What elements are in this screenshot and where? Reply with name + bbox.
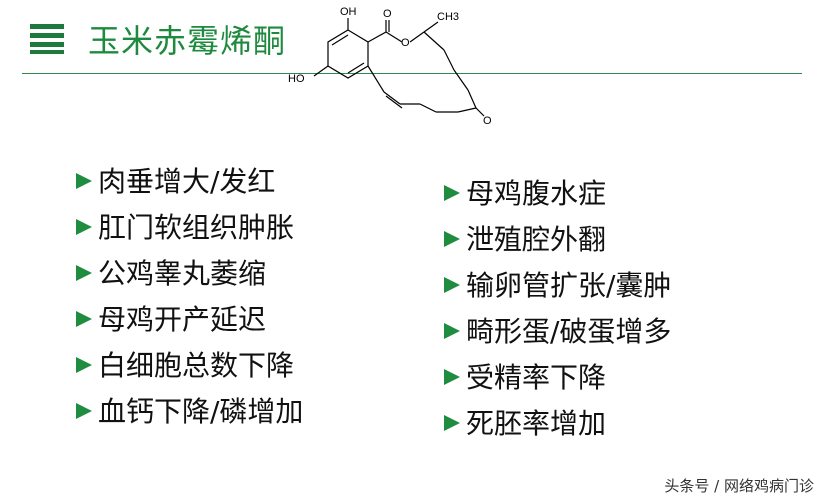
list-item-text: 公鸡睾丸萎缩 xyxy=(98,257,267,290)
list-item: 畸形蛋/破蛋增多 xyxy=(444,307,671,353)
list-item: 血钙下降/磷增加 xyxy=(76,387,303,433)
list-item: 母鸡开产延迟 xyxy=(76,295,303,341)
list-item-text: 白细胞总数下降 xyxy=(98,349,295,382)
list-item-text: 母鸡开产延迟 xyxy=(98,303,267,336)
oh-label: OH xyxy=(340,6,357,18)
list-item: 泄殖腔外翻 xyxy=(444,215,671,261)
arrow-bullet-icon xyxy=(444,369,460,385)
arrow-bullet-icon xyxy=(76,219,92,235)
list-item-text: 血钙下降/磷增加 xyxy=(98,395,304,428)
list-item-text: 死胚率增加 xyxy=(466,407,607,440)
ring-oxygen-label: O xyxy=(401,37,410,49)
list-item-text: 受精率下降 xyxy=(466,361,607,394)
arrow-bullet-icon xyxy=(76,173,92,189)
source-watermark: 头条号 / 网络鸡病门诊 xyxy=(664,477,814,495)
carbonyl-oxygen-label: O xyxy=(383,8,392,20)
list-item: 受精率下降 xyxy=(444,353,671,399)
list-item: 输卵管扩张/囊肿 xyxy=(444,261,671,307)
symptom-list-right: 母鸡腹水症 泄殖腔外翻 输卵管扩张/囊肿 畸形蛋/破蛋增多 受精率下降 死胚率增… xyxy=(444,169,671,445)
list-item-text: 输卵管扩张/囊肿 xyxy=(466,269,672,302)
methyl-label: CH3 xyxy=(437,11,459,23)
arrow-bullet-icon xyxy=(444,323,460,339)
arrow-bullet-icon xyxy=(444,415,460,431)
list-item: 肛门软组织肿胀 xyxy=(76,203,303,249)
arrow-bullet-icon xyxy=(444,185,460,201)
arrow-bullet-icon xyxy=(76,265,92,281)
arrow-bullet-icon xyxy=(76,403,92,419)
list-item: 母鸡腹水症 xyxy=(444,169,671,215)
list-item: 死胚率增加 xyxy=(444,399,671,445)
arrow-bullet-icon xyxy=(76,311,92,327)
list-item: 公鸡睾丸萎缩 xyxy=(76,249,303,295)
list-item-text: 畸形蛋/破蛋增多 xyxy=(466,315,672,348)
ho-label: HO xyxy=(288,73,305,85)
list-item-text: 泄殖腔外翻 xyxy=(466,223,607,256)
symptom-list-left: 肉垂增大/发红 肛门软组织肿胀 公鸡睾丸萎缩 母鸡开产延迟 白细胞总数下降 血钙… xyxy=(76,157,303,433)
list-item: 肉垂增大/发红 xyxy=(76,157,303,203)
list-item-text: 肉垂增大/发红 xyxy=(98,165,276,198)
menu-icon xyxy=(30,24,64,54)
title-divider xyxy=(22,73,802,74)
slide-title: 玉米赤霉烯酮 xyxy=(88,22,287,60)
arrow-bullet-icon xyxy=(444,231,460,247)
arrow-bullet-icon xyxy=(444,277,460,293)
zearalenone-structure-diagram: OH O CH3 O HO O xyxy=(288,6,492,127)
list-item-text: 母鸡腹水症 xyxy=(466,177,607,210)
list-item-text: 肛门软组织肿胀 xyxy=(98,211,295,244)
list-item: 白细胞总数下降 xyxy=(76,341,303,387)
arrow-bullet-icon xyxy=(76,357,92,373)
ketone-oxygen-label: O xyxy=(483,115,492,127)
